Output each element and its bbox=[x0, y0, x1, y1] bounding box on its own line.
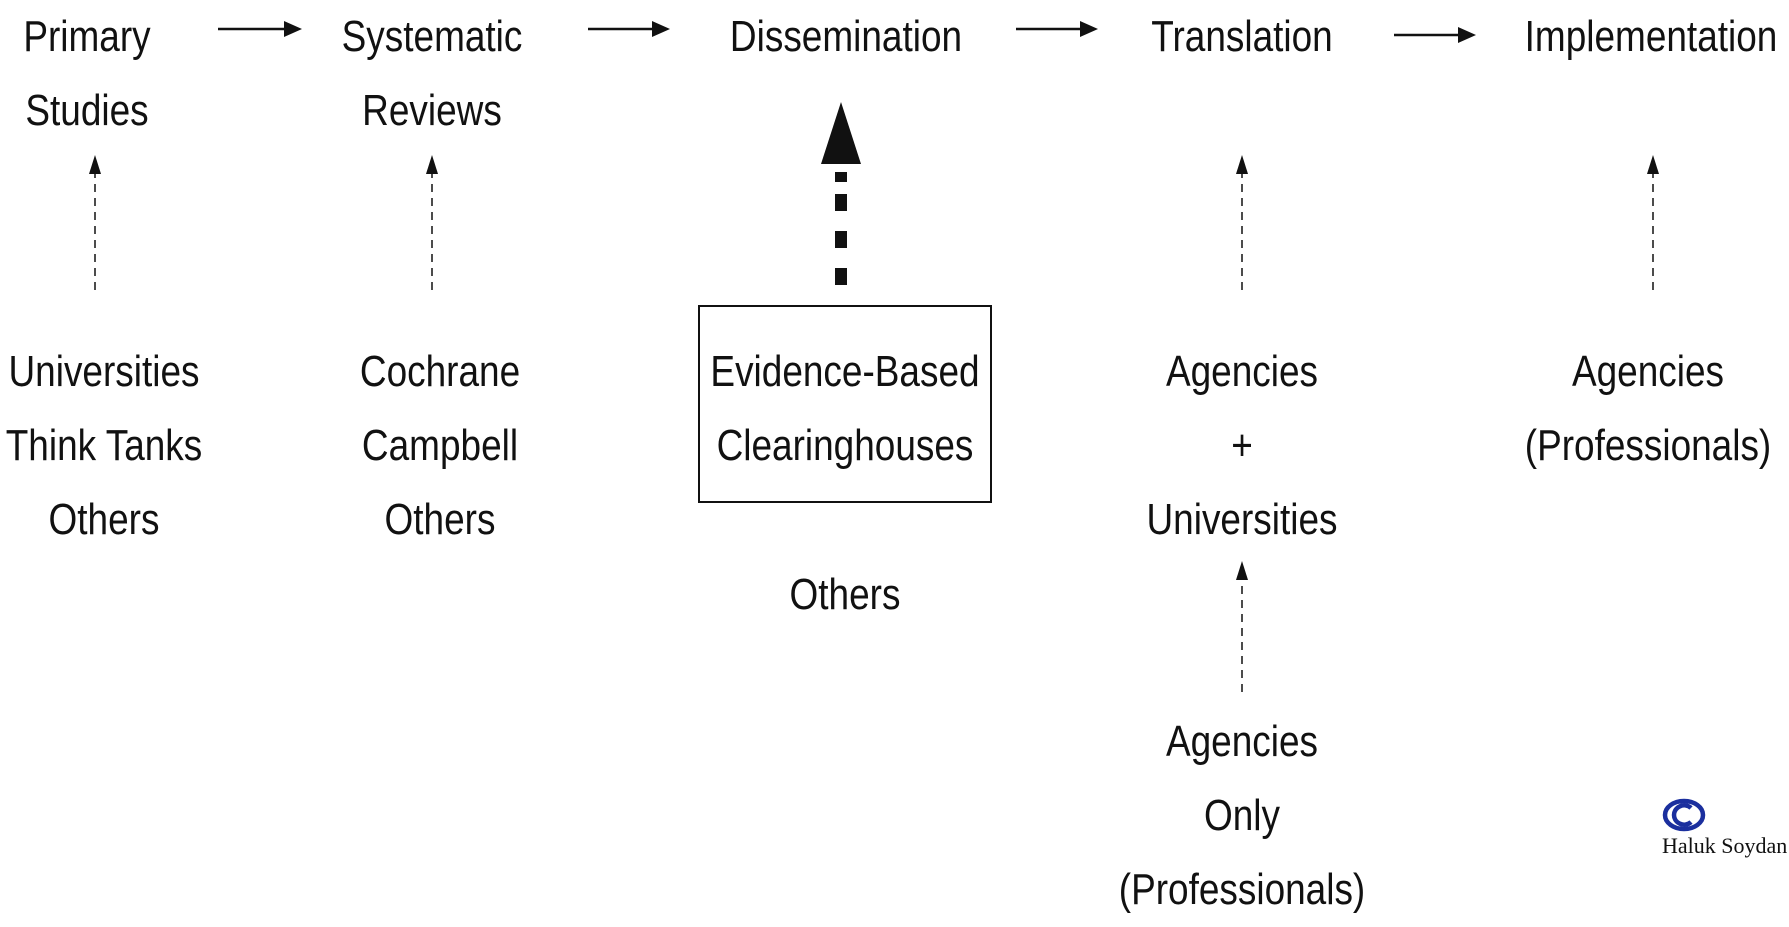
actor-agencies: Agencies bbox=[1571, 347, 1725, 396]
stage-systematic-line1: Systematic bbox=[341, 12, 523, 61]
dashed-arrow-cochrane bbox=[426, 155, 438, 290]
stage-implementation-line1: Implementation bbox=[1524, 12, 1778, 61]
actor-cochrane: Cochrane bbox=[359, 347, 521, 396]
actor-dissemination-others: Others bbox=[789, 570, 901, 619]
actor-plus: + bbox=[1231, 421, 1253, 470]
stage-primary-line1: Primary bbox=[23, 12, 151, 61]
actors-systematic-reviews: Cochrane Campbell Others bbox=[360, 335, 520, 557]
actor-campbell: Campbell bbox=[361, 421, 519, 470]
actors-translation: Agencies + Universities bbox=[1146, 335, 1337, 557]
actor-think-tanks: Think Tanks bbox=[5, 421, 203, 470]
flow-arrow-2 bbox=[588, 21, 670, 37]
actor-agencies: Agencies bbox=[1165, 347, 1319, 396]
copyright-icon bbox=[1662, 798, 1706, 832]
bold-dashed-arrow-clearinghouses bbox=[821, 102, 861, 285]
dashed-arrow-agencies-universities bbox=[1236, 155, 1248, 290]
actor-universities: Universities bbox=[8, 347, 200, 396]
sub-actors-translation: Agencies Only (Professionals) bbox=[1119, 705, 1365, 927]
stage-primary-line2: Studies bbox=[25, 86, 149, 135]
dashed-arrow-agencies-professionals bbox=[1647, 155, 1659, 290]
stage-dissemination: Dissemination bbox=[730, 0, 962, 74]
sub-actor-only: Only bbox=[1203, 791, 1280, 840]
dashed-arrow-agencies-only bbox=[1236, 561, 1248, 692]
actor-clearinghouses: Clearinghouses bbox=[716, 421, 974, 470]
sub-actor-agencies: Agencies bbox=[1165, 717, 1319, 766]
clearinghouses-box bbox=[698, 305, 992, 503]
stage-implementation: Implementation bbox=[1525, 0, 1778, 74]
actors-clearinghouses: Evidence-Based Clearinghouses bbox=[710, 335, 979, 483]
flow-arrow-1 bbox=[218, 21, 302, 37]
flow-arrow-3 bbox=[1016, 21, 1098, 37]
actor-professionals: (Professionals) bbox=[1524, 421, 1772, 470]
actor-others: Others bbox=[384, 495, 496, 544]
stage-translation: Translation bbox=[1151, 0, 1332, 74]
copyright-mark: Haluk Soydan bbox=[1662, 797, 1789, 859]
actors-implementation: Agencies (Professionals) bbox=[1525, 335, 1771, 483]
stage-systematic-reviews: Systematic Reviews bbox=[342, 0, 523, 148]
stage-translation-line1: Translation bbox=[1151, 12, 1333, 61]
stage-dissemination-line1: Dissemination bbox=[729, 12, 963, 61]
dashed-arrow-universities bbox=[89, 155, 101, 290]
flow-arrow-4 bbox=[1394, 27, 1476, 43]
actor-others: Others bbox=[48, 495, 160, 544]
actors-primary-studies: Universities Think Tanks Others bbox=[6, 335, 203, 557]
copyright-author: Haluk Soydan bbox=[1662, 833, 1788, 858]
stage-systematic-line2: Reviews bbox=[362, 86, 502, 135]
actor-evidence-based: Evidence-Based bbox=[710, 347, 980, 396]
actor-universities: Universities bbox=[1146, 495, 1338, 544]
sub-actor-professionals: (Professionals) bbox=[1118, 865, 1366, 914]
stage-primary-studies: Primary Studies bbox=[23, 0, 150, 148]
